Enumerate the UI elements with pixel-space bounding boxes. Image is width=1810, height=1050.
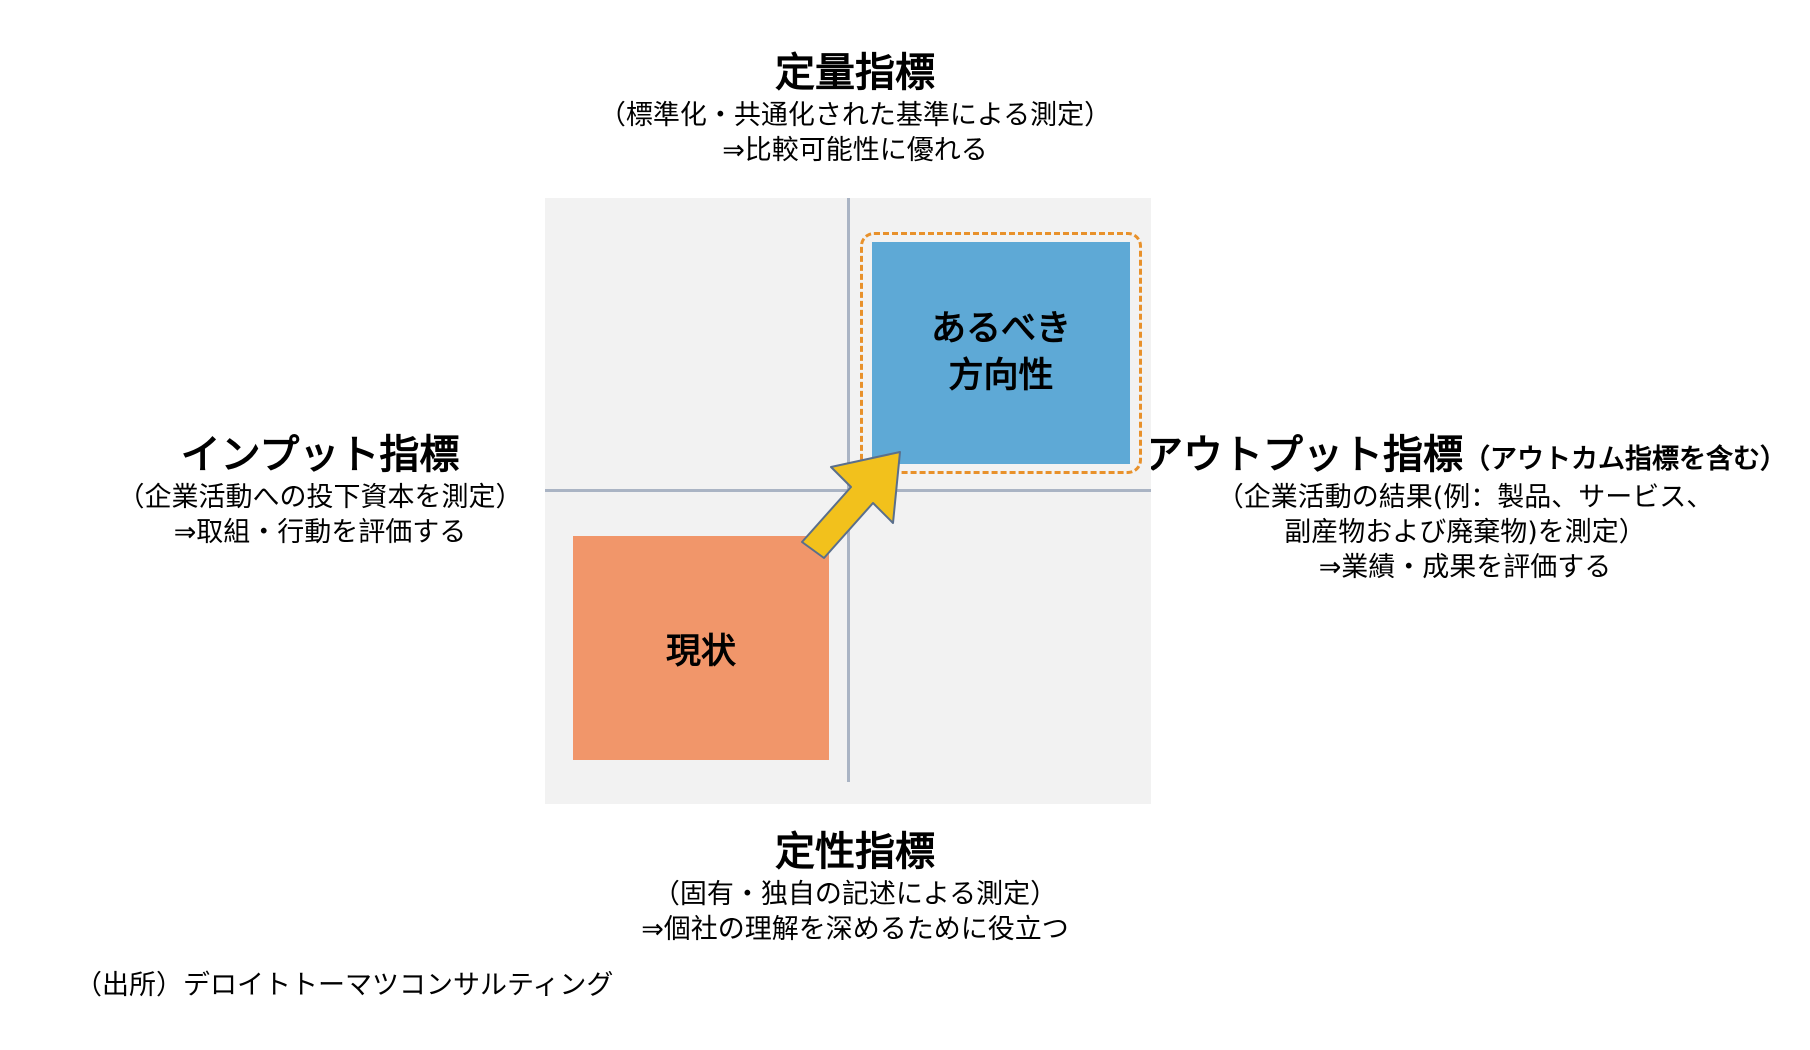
input-desc-2: ⇒取組・行動を評価する bbox=[173, 517, 467, 549]
quantitative-indicator-label: 定量指標 （標準化・共通化された基準による測定） ⇒比較可能性に優れる bbox=[505, 48, 1205, 168]
quantitative-desc-2: ⇒比較可能性に優れる bbox=[722, 135, 988, 167]
output-title: アウトプット指標 bbox=[1143, 432, 1463, 478]
quadrant-panel: 現状 あるべき 方向性 bbox=[545, 198, 1151, 804]
qualitative-title: 定性指標 bbox=[775, 829, 935, 875]
output-desc-1: （企業活動の結果(例：製品、サービス、 bbox=[1216, 482, 1714, 513]
target-direction-box: あるべき 方向性 bbox=[872, 242, 1130, 464]
output-desc-3: ⇒業績・成果を評価する bbox=[1318, 552, 1612, 584]
qualitative-desc-1: （固有・独自の記述による測定） bbox=[652, 879, 1058, 910]
output-indicator-label: アウトプット指標（アウトカム指標を含む） （企業活動の結果(例：製品、サービス、… bbox=[1140, 430, 1790, 585]
qualitative-desc-2: ⇒個社の理解を深めるために役立つ bbox=[641, 914, 1069, 946]
input-title: インプット指標 bbox=[180, 432, 460, 478]
output-title-row: アウトプット指標（アウトカム指標を含む） bbox=[1140, 430, 1790, 480]
target-highlight-outline bbox=[860, 232, 1142, 474]
input-indicator-label: インプット指標 （企業活動への投下資本を測定） ⇒取組・行動を評価する bbox=[40, 430, 600, 550]
output-desc-2: 副産物および廃棄物)を測定） bbox=[1284, 517, 1646, 549]
quantitative-title: 定量指標 bbox=[775, 50, 935, 96]
current-state-label: 現状 bbox=[665, 631, 736, 672]
target-label-1: あるべき bbox=[930, 308, 1071, 349]
current-state-box: 現状 bbox=[573, 536, 829, 760]
qualitative-indicator-label: 定性指標 （固有・独自の記述による測定） ⇒個社の理解を深めるために役立つ bbox=[505, 827, 1205, 947]
input-desc-1: （企業活動への投下資本を測定） bbox=[117, 482, 523, 513]
output-title-sub: （アウトカム指標を含む） bbox=[1463, 444, 1787, 475]
progress-arrow-shape bbox=[801, 451, 901, 559]
source-note: （出所）デロイトトーマツコンサルティング bbox=[75, 970, 614, 1001]
target-label-2: 方向性 bbox=[948, 356, 1054, 396]
quantitative-desc-1: （標準化・共通化された基準による測定） bbox=[598, 100, 1112, 131]
progress-arrow-icon bbox=[801, 451, 901, 559]
